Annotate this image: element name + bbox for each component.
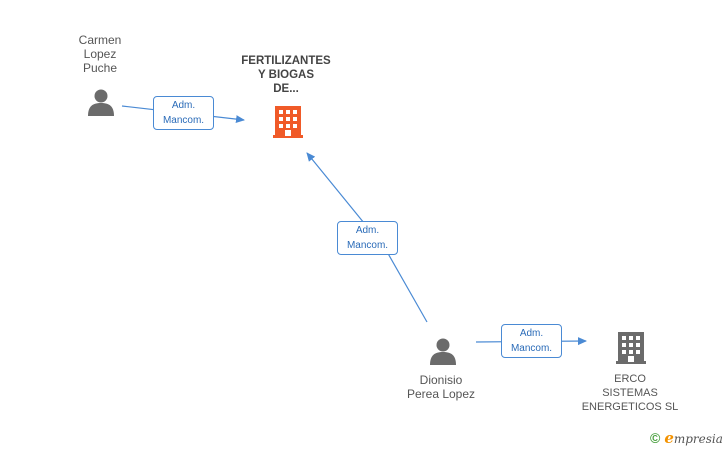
edge-label-line: Mancom. xyxy=(346,240,389,251)
node-label-erco[interactable]: ERCO SISTEMAS ENERGETICOS SL xyxy=(574,372,686,414)
building-icon[interactable] xyxy=(616,332,646,364)
node-label-fertilizantes[interactable]: FERTILIZANTES Y BIOGAS DE... xyxy=(226,54,346,96)
edge-label-dionisio-fertilizantes[interactable]: Adm. Mancom. xyxy=(337,221,398,255)
label-line: ERCO xyxy=(614,373,646,385)
node-label-dionisio[interactable]: Dionisio Perea Lopez xyxy=(391,373,491,401)
building-icon[interactable] xyxy=(273,106,303,138)
brand-logo[interactable]: empresia xyxy=(664,429,723,447)
label-line: Carmen xyxy=(78,33,122,47)
brand-initial: e xyxy=(664,429,674,447)
footer-branding: © empresia xyxy=(650,428,723,448)
brand-name: mpresia xyxy=(673,432,723,446)
label-line: DE... xyxy=(273,83,299,95)
label-line: FERTILIZANTES xyxy=(241,55,331,67)
label-line: Dionisio xyxy=(419,373,463,387)
label-line: Lopez xyxy=(83,47,117,61)
person-icon[interactable] xyxy=(88,89,114,117)
label-line: SISTEMAS xyxy=(602,387,658,399)
node-label-carmen[interactable]: Carmen Lopez Puche xyxy=(60,33,140,75)
label-line: Puche xyxy=(82,61,118,75)
edge-label-line: Adm. xyxy=(171,100,196,111)
edge-label-line: Mancom. xyxy=(162,115,205,126)
edge-label-carmen-fertilizantes[interactable]: Adm. Mancom. xyxy=(153,96,214,130)
label-line: Y BIOGAS xyxy=(257,69,315,81)
edge-label-dionisio-erco[interactable]: Adm. Mancom. xyxy=(501,324,562,358)
edge-label-line: Mancom. xyxy=(510,343,553,354)
label-line: ENERGETICOS SL xyxy=(581,401,679,413)
person-icon[interactable] xyxy=(430,338,456,366)
label-line: Perea Lopez xyxy=(406,387,476,401)
copyright-icon: © xyxy=(650,430,661,446)
edge-label-line: Adm. xyxy=(355,225,380,236)
edge-label-line: Adm. xyxy=(519,328,544,339)
